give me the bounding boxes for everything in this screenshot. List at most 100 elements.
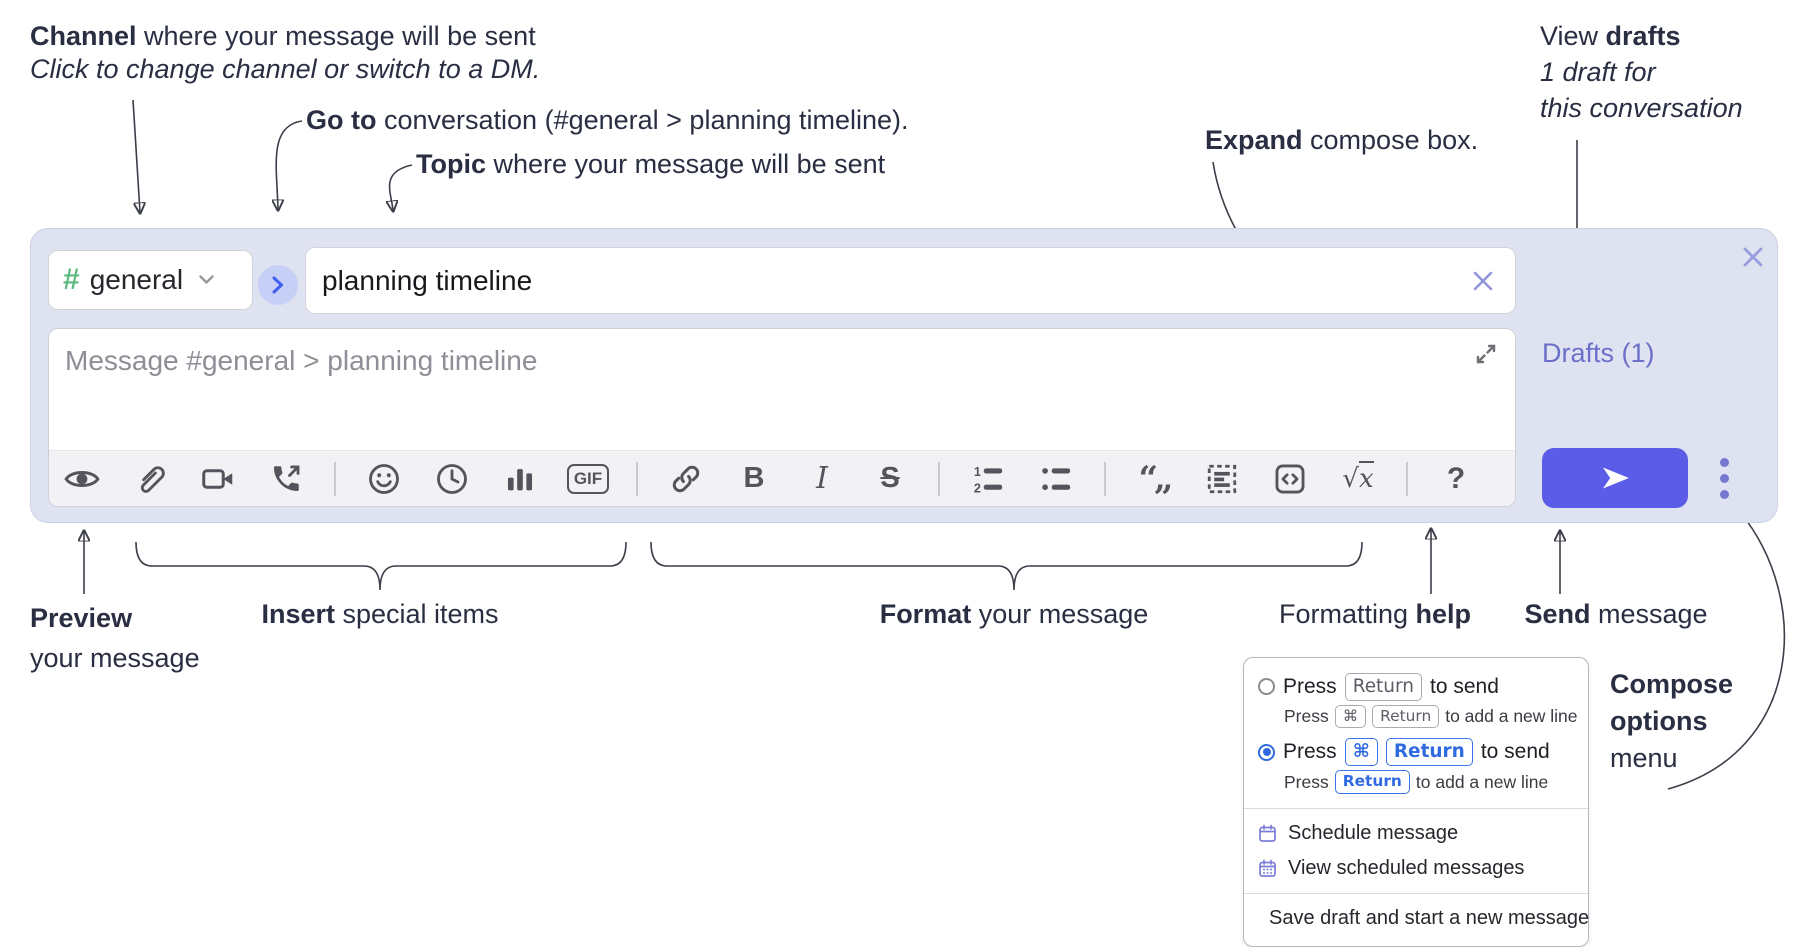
cmd-key: ⌘ [1344,738,1378,767]
svg-text:2: 2 [974,480,981,495]
send-annotation-bold: Send [1524,599,1591,629]
code-block-icon[interactable] [1202,459,1242,499]
send-annotation-rest: message [1590,599,1708,629]
formula-icon[interactable]: √x [1338,459,1378,499]
recent-clock-icon[interactable] [432,459,472,499]
channel-annotation: Channel where your message will be sent … [30,20,540,86]
channel-selector-button[interactable]: # general [48,250,253,310]
compose-options-button[interactable] [1706,452,1742,504]
help-label: ? [1446,461,1466,495]
drafts-link[interactable]: Drafts (1) [1542,338,1655,368]
message-input[interactable]: Message #general > planning timeline [49,329,1515,450]
option2-sub-press: Press [1284,771,1329,792]
gif-icon[interactable]: GIF [566,459,610,499]
formatting-help-pre: Formatting [1278,599,1416,629]
topic-input[interactable]: planning timeline [305,247,1516,314]
attach-paperclip-icon[interactable] [130,459,170,499]
goto-annotation: Go to conversation (#general > planning … [306,104,909,137]
format-annotation-bold: Format [879,599,972,629]
send-option-return[interactable]: Press Return to send [1244,670,1588,704]
close-compose-button[interactable] [1738,242,1768,272]
channel-annotation-bold: Channel [30,21,137,51]
channel-name: general [89,264,184,295]
return-key: Return [1385,738,1473,767]
format-annotation: Format your message [880,598,1149,631]
chevron-right-icon [272,276,283,294]
topic-annotation: Topic where your message will be sent [416,148,885,181]
goto-annotation-bold: Go to [306,105,377,135]
blockquote-label: “„ [1138,458,1173,499]
send-button[interactable] [1542,448,1688,508]
brace-insert [135,541,627,591]
clear-topic-button[interactable] [1469,267,1497,295]
option2-press: Press [1283,740,1337,764]
option1-suffix: to send [1429,674,1499,698]
toolbar-divider [1104,461,1106,496]
preview-eye-icon[interactable] [62,459,102,499]
option1-sub-press: Press [1284,706,1329,727]
arrow-goto [276,120,303,209]
topic-annotation-rest: where your message will be sent [486,149,886,179]
phone-call-icon[interactable] [266,459,306,499]
drafts-annotation-line3: this conversation [1540,93,1743,123]
sqrt-x: x [1358,460,1374,494]
preview-annotation-line2: your message [30,643,200,673]
message-container: Message #general > planning timeline [48,328,1516,507]
radio-unselected-icon[interactable] [1258,678,1275,696]
emoji-smiley-icon[interactable] [364,459,404,499]
return-key: Return [1372,704,1440,729]
expand-annotation: Expand compose box. [1205,124,1478,157]
send-option-return-sub: Press ⌘ Return to add a new line [1244,704,1588,736]
return-key: Return [1334,770,1410,794]
dots-icon [1719,457,1729,467]
dots-icon [1719,489,1729,499]
calendar-icon [1259,824,1276,842]
cmd-key: ⌘ [1334,704,1367,729]
menu-item-view-scheduled[interactable]: View scheduled messages [1244,851,1588,886]
menu-item-schedule-message[interactable]: Schedule message [1244,816,1588,851]
bold-icon[interactable]: B [734,459,774,499]
italic-icon[interactable]: I [802,459,842,499]
message-placeholder: Message #general > planning timeline [65,345,538,376]
paper-plane-icon [1602,467,1629,489]
menu-item-label: Save draft and start a new message [1269,906,1590,929]
toolbar-divider [938,461,940,496]
send-annotation: Send message [1524,598,1707,631]
expand-compose-button[interactable] [1473,341,1499,367]
formatting-help-bold: help [1415,599,1472,629]
arrow-topic [390,164,413,210]
drafts-annotation-bold: drafts [1605,21,1681,51]
send-option-cmd-return-sub: Press Return to add a new line [1244,769,1588,801]
drafts-annotation: View drafts 1 draft for this conversatio… [1540,18,1743,126]
formatting-help-icon[interactable]: ? [1436,459,1476,499]
blockquote-icon[interactable]: “„ [1134,459,1174,499]
menu-item-label: View scheduled messages [1288,856,1525,879]
radio-selected-icon[interactable] [1258,743,1275,761]
menu-item-save-draft[interactable]: Save draft and start a new message [1244,901,1590,936]
calendar-list-icon [1259,859,1276,877]
code-icon[interactable] [1270,459,1310,499]
menu-item-label: Schedule message [1288,821,1459,844]
poll-bar-chart-icon[interactable] [500,459,540,499]
compose-options-line3: menu [1610,743,1678,773]
italic-label: I [816,461,828,496]
goto-annotation-rest: conversation (#general > planning timeli… [376,105,909,135]
strike-label: S [880,462,900,494]
toolbar-divider [1406,461,1408,496]
compose-options-annotation: Compose options menu [1610,666,1733,777]
topic-annotation-bold: Topic [416,149,486,179]
bulleted-list-icon[interactable] [1036,459,1076,499]
option1-sub-suffix: to add a new line [1445,706,1578,727]
goto-conversation-button[interactable] [258,265,298,305]
link-icon[interactable] [666,459,706,499]
send-option-cmd-return[interactable]: Press ⌘ Return to send [1244,735,1588,769]
strikethrough-icon[interactable]: S [870,459,910,499]
drafts-annotation-pre: View [1540,21,1606,51]
compose-options-menu: Press Return to send Press ⌘ Return to a… [1243,657,1589,947]
channel-hash-icon: # [63,263,80,296]
format-annotation-rest: your message [971,599,1149,629]
video-camera-icon[interactable] [198,459,238,499]
insert-annotation-bold: Insert [261,599,335,629]
